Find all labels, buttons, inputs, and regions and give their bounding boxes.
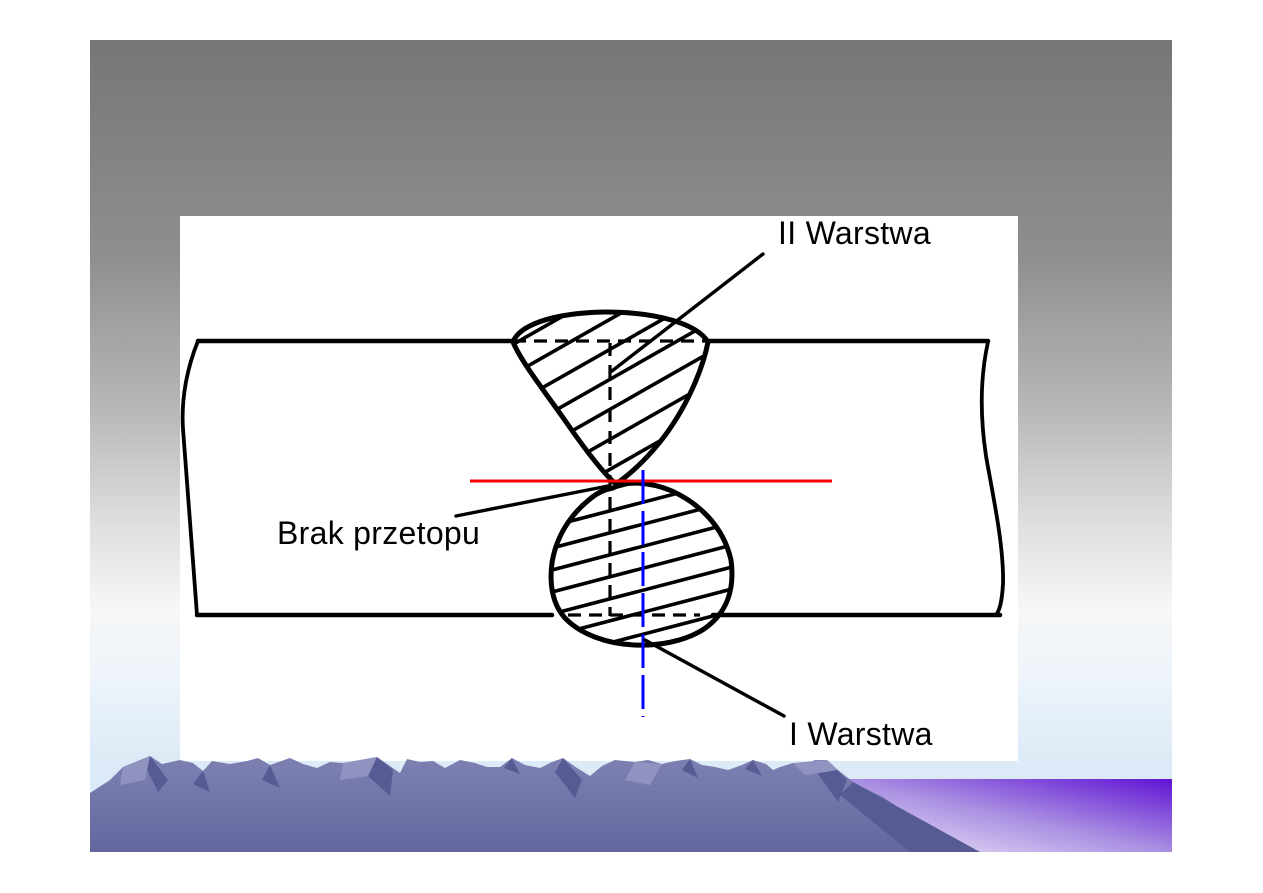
mountain-shadow-facets (145, 756, 980, 852)
label-defect: Brak przetopu (277, 515, 480, 551)
leader-line-defect (454, 484, 610, 518)
weld-diagram: II Warstwa Brak przetopu I Warstwa (180, 216, 1005, 752)
mountain-highlight-facets (120, 756, 838, 785)
mountain-ridge (90, 756, 980, 852)
slide-canvas: II Warstwa Brak przetopu I Warstwa (90, 40, 1172, 852)
leader-line-layer1 (643, 638, 786, 718)
content-panel: II Warstwa Brak przetopu I Warstwa (180, 216, 1018, 761)
leader-line-layer2 (610, 252, 765, 373)
plate-outline (180, 338, 1005, 618)
lower-weld-bead (548, 480, 735, 648)
mountain-graphic (90, 756, 1172, 852)
label-layer-2: II Warstwa (778, 216, 931, 251)
label-layer-1: I Warstwa (789, 716, 933, 752)
